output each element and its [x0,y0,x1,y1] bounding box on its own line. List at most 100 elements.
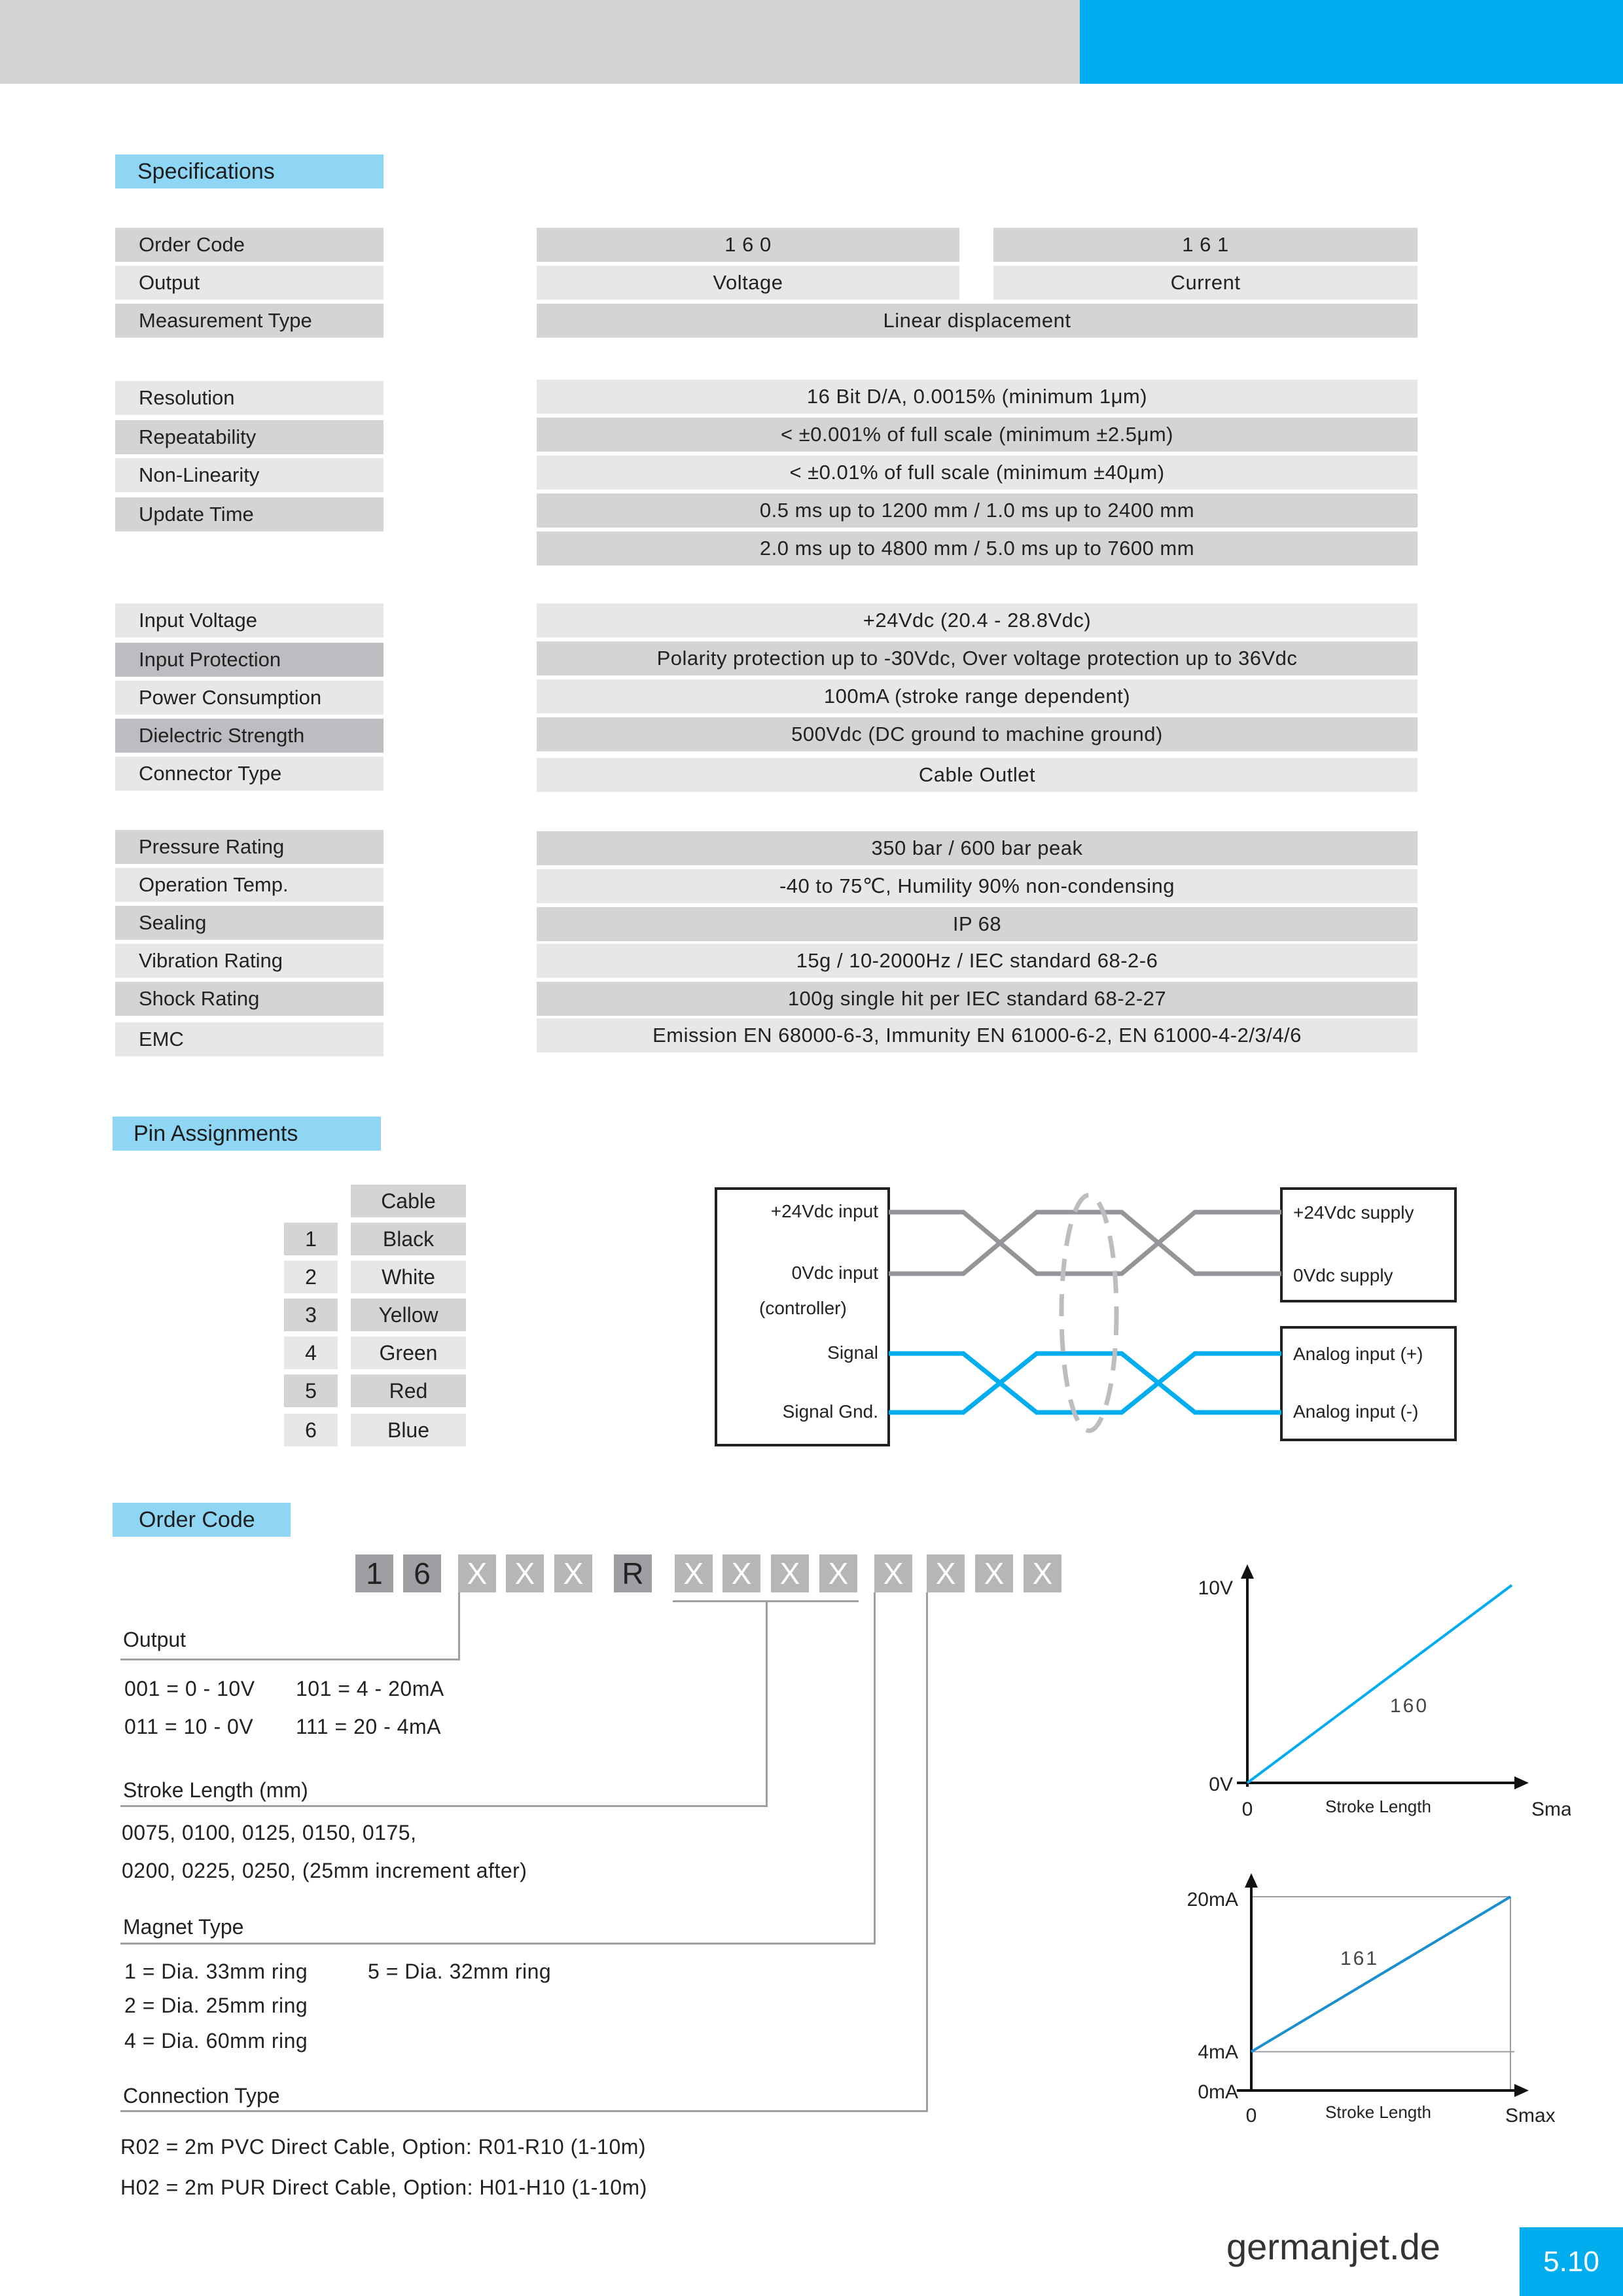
output-option: 111 = 20 - 4mA [296,1715,441,1738]
chart-161-current: 20mA 4mA 0mA 0 Smax Stroke Length 161 [1187,1873,1556,2126]
spec-label-emc: EMC [115,1022,383,1056]
output-underline [120,1659,460,1660]
spec-label-dielectric-strength: Dielectric Strength [115,719,383,753]
order-code-char: X [975,1554,1013,1592]
output-leader-vertical [458,1592,460,1660]
spec-label-order-code: Order Code [115,228,383,262]
output-option: 001 = 0 - 10V [124,1677,255,1700]
wire-label-0v-input: 0Vdc input [792,1263,879,1283]
magnet-underline [120,1943,876,1945]
shield-ellipse [1059,1193,1119,1433]
x-tick-label: Smax [1505,2105,1556,2126]
pin-number: 5 [284,1374,338,1407]
order-code-heading: Order Code [113,1503,291,1537]
footer-website[interactable]: germanjet.de [1226,2226,1440,2267]
stroke-underline [120,1805,768,1807]
connection-title: Connection Type [123,2084,280,2108]
spec-label-input-voltage: Input Voltage [115,603,383,637]
magnet-title: Magnet Type [123,1915,244,1939]
controller-box [715,1187,890,1446]
pin-color: Yellow [351,1299,466,1331]
order-code-char: X [1024,1554,1061,1592]
spec-label-measurement-type: Measurement Type [115,304,383,338]
series-line-160 [1246,1584,1513,1784]
x-axis-label: Stroke Length [1325,1797,1431,1816]
spec-pressure-rating: 350 bar / 600 bar peak [537,831,1418,865]
pin-number: 6 [284,1414,338,1446]
x-tick-label: Smax [1531,1799,1571,1820]
spec-label-output: Output [115,266,383,300]
chart-160-voltage: 10V 0V 0 Smax Stroke Length 160 [1198,1564,1571,1820]
spec-resolution: 16 Bit D/A, 0.0015% (minimum 1μm) [537,380,1418,414]
connection-leader-vertical [926,1592,928,2112]
blue-twisted-pair [889,1351,1281,1415]
pin-assignments-heading: Pin Assignments [113,1117,381,1151]
spec-label-update-time: Update Time [115,497,383,531]
magnet-option: 4 = Dia. 60mm ring [124,2029,308,2053]
spec-connector-type: Cable Outlet [537,758,1418,792]
spec-shock-rating: 100g single hit per IEC standard 68-2-27 [537,982,1418,1016]
order-code-char: X [722,1554,760,1592]
footer-page-number: 5.10 [1520,2227,1623,2296]
header-bar-gray [0,0,1080,84]
spec-input-protection: Polarity protection up to -30Vdc, Over v… [537,641,1418,675]
spec-label-shock-rating: Shock Rating [115,982,383,1016]
order-code-char: X [771,1554,809,1592]
wire-label-24v-supply: +24Vdc supply [1293,1202,1414,1223]
pin-number: 3 [284,1299,338,1331]
connection-option: R02 = 2m PVC Direct Cable, Option: R01-R… [120,2135,647,2159]
wire-label-signal: Signal [827,1342,878,1363]
y-tick-label: 4mA [1198,2041,1238,2063]
stroke-bracket [673,1600,859,1602]
spec-dielectric-strength: 500Vdc (DC ground to machine ground) [537,717,1418,751]
x-tick-label: 0 [1242,1799,1253,1820]
spec-label-sealing: Sealing [115,906,383,940]
y-tick-label: 0V [1209,1774,1233,1795]
spec-label-vibration-rating: Vibration Rating [115,944,383,978]
pin-number: 1 [284,1223,338,1255]
header-bar-blue [1080,0,1623,84]
x-axis-arrow [1514,1776,1529,1789]
spec-label-operation-temp: Operation Temp. [115,868,383,902]
spec-update-time-2: 2.0 ms up to 4800 mm / 5.0 ms up to 7600… [537,531,1418,565]
pin-number: 4 [284,1336,338,1369]
spec-label-power-consumption: Power Consumption [115,681,383,715]
x-axis-label: Stroke Length [1325,2102,1431,2122]
spec-order-code-160: 1 6 0 [537,228,959,262]
spec-sealing: IP 68 [537,907,1418,941]
pin-color: Black [351,1223,466,1255]
wire-label-analog-minus: Analog input (-) [1293,1401,1418,1422]
connection-underline [120,2110,928,2112]
order-code-char: X [927,1554,965,1592]
series-label-161: 161 [1340,1948,1379,1969]
spec-label-pressure-rating: Pressure Rating [115,830,383,864]
magnet-option: 1 = Dia. 33mm ring [124,1960,308,1983]
wire-label-0v-supply: 0Vdc supply [1293,1265,1393,1285]
y-tick-label: 10V [1198,1577,1233,1599]
pin-number: 2 [284,1261,338,1293]
order-code-char: 6 [403,1554,441,1592]
spec-vibration-rating: 15g / 10-2000Hz / IEC standard 68-2-6 [537,944,1418,978]
magnet-option: 2 = Dia. 25mm ring [124,1994,308,2017]
order-code-char: X [458,1554,496,1592]
spec-label-repeatability: Repeatability [115,420,383,454]
pin-color: Green [351,1336,466,1369]
spec-input-voltage: +24Vdc (20.4 - 28.8Vdc) [537,603,1418,637]
spec-repeatability: < ±0.001% of full scale (minimum ±2.5μm) [537,418,1418,452]
spec-output-161: Current [993,266,1418,300]
x-tick-label: 0 [1246,2105,1257,2126]
series-label-160: 160 [1390,1695,1429,1717]
pin-table-header: Cable [351,1185,466,1217]
spec-operation-temp: -40 to 75℃, Humility 90% non-condensing [537,869,1418,903]
wire-label-controller: (controller) [759,1298,847,1318]
stroke-options: 0200, 0225, 0250, (25mm increment after) [122,1859,527,1882]
order-code-char: 1 [355,1554,393,1592]
order-code-char: X [675,1554,713,1592]
gray-twisted-pair [889,1210,1281,1276]
spec-update-time-1: 0.5 ms up to 1200 mm / 1.0 ms up to 2400… [537,493,1418,528]
wire-label-analog-plus: Analog input (+) [1293,1344,1423,1364]
spec-power-consumption: 100mA (stroke range dependent) [537,679,1418,713]
stroke-leader-vertical [766,1602,768,1807]
spec-label-non-linearity: Non-Linearity [115,458,383,492]
pin-color: Red [351,1374,466,1407]
